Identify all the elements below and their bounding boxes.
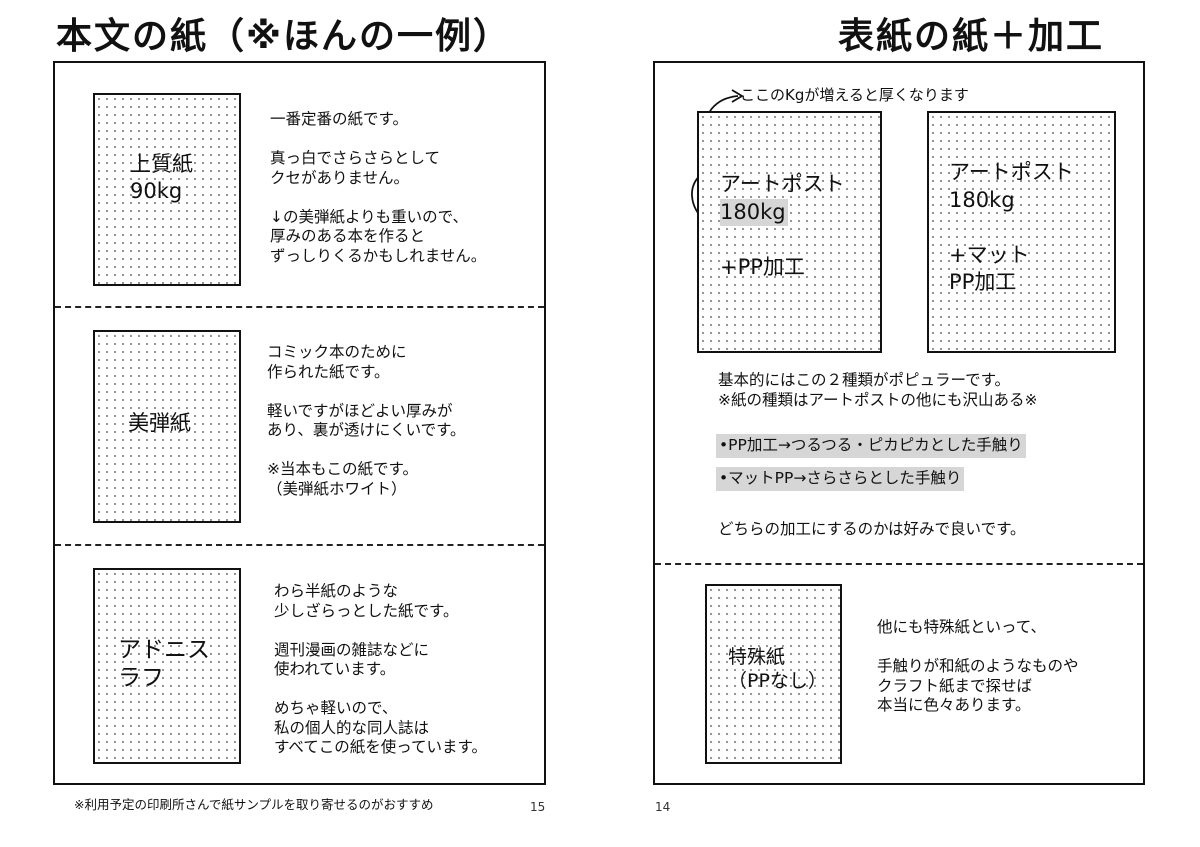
- paper-description: 一番定番の紙です。 真っ白でさらさらとして クセがありません。 ↓の美弾紙よりも…: [270, 110, 487, 265]
- right-page-heading: 表紙の紙＋加工: [838, 16, 1105, 57]
- section-divider: [55, 306, 544, 308]
- paper-sample-adonis: [93, 568, 241, 764]
- paper-name: アドニス ラフ: [118, 637, 210, 691]
- section-divider: [655, 563, 1143, 565]
- finish-label: +PP加工: [720, 255, 805, 279]
- paper-weight-highlight: 180kg: [720, 199, 788, 226]
- paper-name: 特殊紙 （PPなし）: [728, 646, 827, 692]
- cover-sample-matte: [927, 111, 1116, 353]
- paper-name: 上質紙 90kg: [130, 152, 193, 203]
- cover-summary: 基本的にはこの２種類がポピュラーです。 ※紙の種類はアートポストの他にも沢山ある…: [718, 371, 1038, 409]
- paper-name: 美弾紙: [128, 411, 191, 435]
- bullet-matte: •マットPP→さらさらとした手触り: [716, 467, 965, 491]
- weight-annotation: ここのKgが増えると厚くなります: [740, 86, 969, 104]
- body-paper-frame: [53, 61, 546, 785]
- left-page-heading: 本文の紙（※ほんの一例）: [56, 16, 511, 57]
- paper-name: アートポスト: [949, 160, 1074, 184]
- cover-sample-pp: [697, 111, 882, 353]
- page-number: 14: [655, 800, 671, 814]
- paper-weight: 180kg: [949, 188, 1015, 212]
- bullet-pp: •PP加工→つるつる・ピカピカとした手触り: [716, 434, 1026, 458]
- finish-label: +マット PP加工: [949, 243, 1030, 294]
- cover-paper-frame: [653, 61, 1145, 785]
- paper-name: アートポスト: [720, 172, 845, 196]
- closing-text: どちらの加工にするのかは好みで良いです。: [718, 520, 1026, 538]
- paper-sample-bidan: [93, 330, 241, 523]
- special-description: 他にも特殊紙といって、 手触りが和紙のようなものや クラフト紙まで探せば 本当に…: [877, 618, 1079, 714]
- paper-description: コミック本のために 作られた紙です。 軽いですがほどよい厚みが あり、裏が透けに…: [267, 343, 466, 498]
- special-paper-sample: [705, 584, 842, 764]
- paper-description: わら半紙のような 少しざらっとした紙です。 週刊漫画の雑誌などに 使われています…: [274, 582, 487, 756]
- page-number: 15: [530, 800, 546, 814]
- paper-sample-joshitsu: [93, 93, 241, 286]
- footnote: ※利用予定の印刷所さんで紙サンプルを取り寄せるのがおすすめ: [74, 797, 434, 812]
- section-divider: [55, 544, 544, 546]
